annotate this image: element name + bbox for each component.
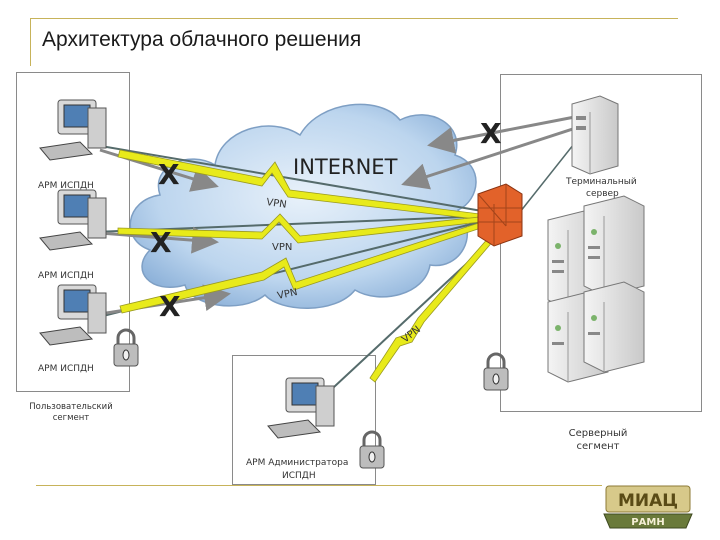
admin-workstation-label-2: ИСПДН <box>282 471 316 481</box>
block-mark-4: X <box>480 117 502 150</box>
workstation-icon-2 <box>39 189 107 251</box>
terminal-server-label-1: Терминальный <box>565 177 637 187</box>
lock-icon-server <box>483 352 509 391</box>
admin-workstation-icon <box>267 377 335 439</box>
logo-text-top: МИАЦ <box>618 491 678 511</box>
user-segment-caption-line1: Пользовательский <box>29 402 113 412</box>
workstation-label-2: АРМ ИСПДН <box>38 271 94 281</box>
page-title: Архитектура облачного решения <box>42 28 362 51</box>
miac-ramn-logo: МИАЦ РАМН <box>603 485 693 529</box>
frame-bottom-line <box>36 485 602 486</box>
firewall-icon <box>477 183 523 247</box>
frame-top-line <box>30 18 678 19</box>
server-segment-caption-line1: Серверный <box>568 428 628 439</box>
server-segment-caption: Серверный сегмент <box>548 428 648 453</box>
admin-workstation-label-1: АРМ Администратора <box>246 458 348 468</box>
lock-icon-admin <box>359 430 385 469</box>
block-mark-2: X <box>150 226 172 259</box>
admin-segment-box <box>232 355 376 485</box>
workstation-label-3: АРМ ИСПДН <box>38 364 94 374</box>
block-mark-1: X <box>158 158 180 191</box>
lock-icon-user <box>113 328 139 367</box>
vpn-label-2: VPN <box>272 242 292 253</box>
block-mark-3: X <box>159 290 181 323</box>
internet-label: INTERNET <box>293 155 398 179</box>
terminal-server-label-2: сервер <box>586 189 619 199</box>
frame-left-line <box>30 18 31 66</box>
user-segment-caption: Пользовательский сегмент <box>14 402 128 423</box>
workstation-icon-1 <box>39 99 107 161</box>
terminal-server-icon <box>571 95 619 175</box>
logo-text-bottom: РАМН <box>631 517 664 528</box>
server-segment-caption-line2: сегмент <box>576 440 620 452</box>
vpn-label-1: VPN <box>266 197 288 211</box>
server-cluster-icon <box>547 195 645 383</box>
internet-cloud <box>129 103 477 309</box>
user-segment-caption-line2: сегмент <box>52 412 90 423</box>
vpn-label-3: VPN <box>276 287 298 302</box>
workstation-label-1: АРМ ИСПДН <box>38 181 94 191</box>
workstation-icon-3 <box>39 284 107 346</box>
